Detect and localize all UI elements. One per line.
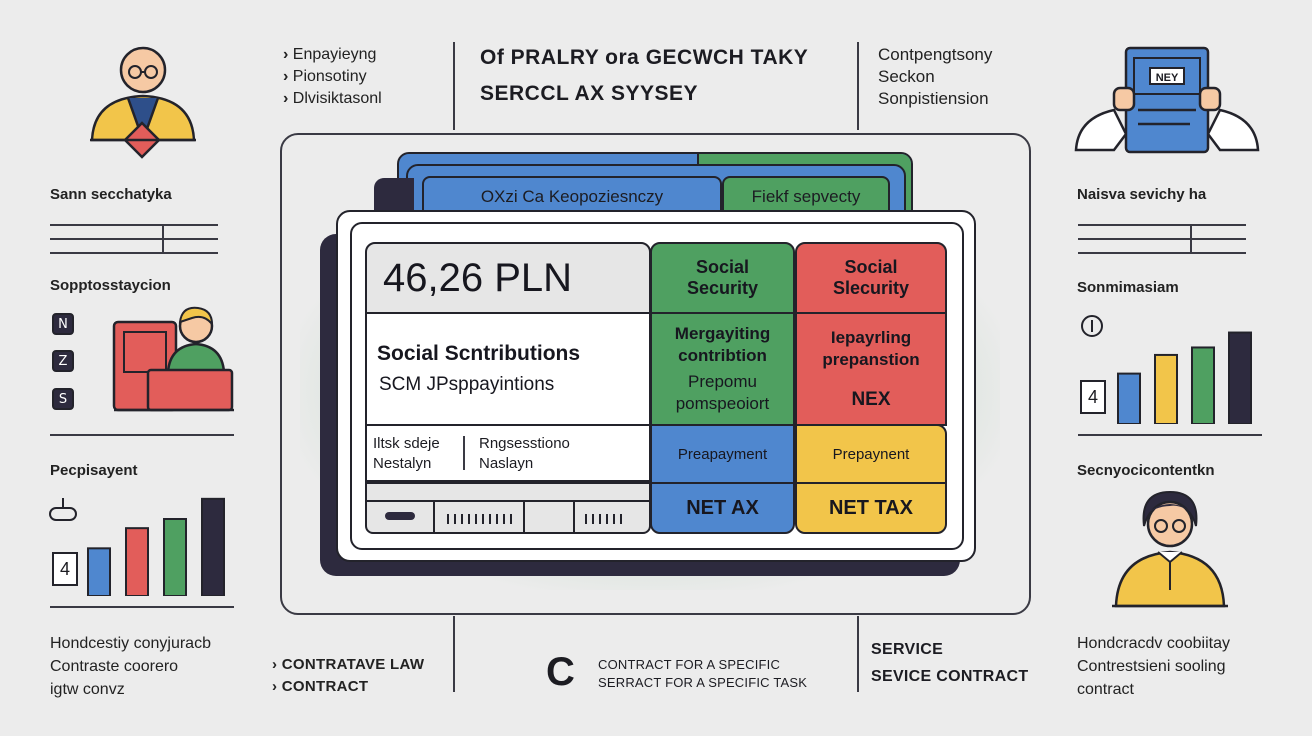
divider	[857, 42, 859, 130]
right-footer-line: contract	[1077, 681, 1134, 698]
contributions-title: Social Scntributions	[377, 342, 581, 365]
chart-bar	[1228, 331, 1252, 424]
right-footer-line: Hondcracdv coobiitay	[1077, 635, 1230, 652]
tab-green[interactable]: Fiekf sepvecty	[722, 176, 890, 216]
left-footer: Hondcestiy conyjuracb Contraste coorero …	[50, 632, 211, 701]
mini-cell: Rngsesstiono	[479, 435, 570, 452]
right-footer-line: Contrestsieni sooling	[1077, 658, 1226, 675]
header-right-item[interactable]: Sonpistiension	[878, 89, 989, 108]
left-label-1: Sann secchatyka	[50, 186, 172, 203]
divider	[453, 42, 455, 130]
green-cell-contribution[interactable]: Mergayiting contribtion Prepomu pomspeoi…	[650, 312, 795, 426]
left-chart: 4	[48, 482, 238, 602]
ruler-ticks	[585, 514, 625, 524]
n-icon[interactable]: N	[52, 313, 74, 335]
chart-axis-label: 4	[1080, 380, 1106, 414]
header-title-line-1: Of PRALRY ora GECWCH TAKY	[480, 46, 809, 69]
toggle-icon[interactable]	[48, 496, 78, 524]
left-footer-line: Contraste coorero	[50, 658, 179, 675]
bottom-right-text: SERVICE SEVICE CONTRACT	[871, 636, 1028, 690]
bottom-right-line[interactable]: SEVICE CONTRACT	[871, 668, 1029, 685]
right-divider	[1078, 434, 1262, 436]
bottom-center-line: CONTRACT FOR A SPECIFIC	[598, 657, 781, 672]
red-cell-social-security[interactable]: Social Slecurity	[795, 242, 947, 314]
ruler-ticks	[447, 514, 517, 524]
mini-table: Iltsk sdeje Nestalyn Rngsesstiono Naslay…	[365, 426, 651, 482]
right-label-2: Sonmimasiam	[1077, 279, 1179, 296]
tab-blue[interactable]: OXzi Ca Keopoziesnczy	[422, 176, 722, 216]
green-cell-net-tax[interactable]: NET AX	[650, 482, 795, 534]
bottom-right-line[interactable]: SERVICE	[871, 641, 944, 658]
red-cell-line: Iepayrling prepanstion	[822, 328, 920, 369]
left-footer-line: igtw convz	[50, 681, 125, 698]
header-left-list: Enpayieyng Pionsotiny Dlvisiktasonl	[283, 44, 382, 110]
bottom-center-line: SERRACT FOR A SPECIFIC TASK	[598, 675, 808, 690]
chart-bar	[87, 547, 111, 596]
z-icon[interactable]: Z	[52, 350, 74, 372]
mini-cell: Iltsk sdeje	[373, 435, 440, 452]
amount-box: 46,26 PLN	[365, 242, 651, 314]
red-cell-prepayment[interactable]: Prepaynent	[795, 424, 947, 484]
green-cell-prepayment[interactable]: Preapayment	[650, 424, 795, 484]
divider	[453, 616, 455, 692]
bottom-left-item[interactable]: CONTRACT	[272, 676, 424, 698]
left-divider	[50, 434, 234, 436]
bottom-left-list: CONTRATAVE LAW CONTRACT	[272, 654, 424, 698]
worker-laptop-illustration	[112, 306, 234, 412]
green-cell-social-security[interactable]: Social Security	[650, 242, 795, 314]
contributions-subtitle: SCM JPsppayintions	[379, 374, 555, 395]
chart-bar	[201, 497, 225, 596]
contributions-box: Social Scntributions SCM JPsppayintions	[365, 312, 651, 426]
right-bar-chart	[1117, 331, 1252, 424]
chart-bar	[1154, 353, 1178, 424]
header-left-item[interactable]: Pionsotiny	[283, 66, 382, 88]
left-bar-chart	[87, 497, 225, 596]
chart-bar	[125, 527, 149, 596]
right-label-1: Naisva sevichy ha	[1077, 186, 1207, 203]
tab-green-label: Fiekf sepvecty	[751, 187, 861, 206]
amount-value: 46,26 PLN	[383, 255, 573, 300]
chart-axis-label: 4	[52, 552, 78, 586]
green-cell-line: Prepomu pomspeoiort	[675, 372, 770, 413]
chart-bar	[163, 518, 187, 596]
header-right-item[interactable]: Contpengtsony	[878, 45, 993, 64]
scrollbar-strip[interactable]	[365, 482, 651, 534]
left-table-lines	[50, 224, 218, 256]
header-title: Of PRALRY ora GECWCH TAKY SERCCL AX SYYS…	[480, 40, 808, 112]
outer-frame	[280, 133, 1031, 615]
c-letter-icon: C	[546, 650, 575, 694]
divider	[857, 616, 859, 692]
person-illustration	[90, 46, 196, 159]
right-footer: Hondcracdv coobiitay Contrestsieni sooli…	[1077, 632, 1230, 701]
red-cell-preparation[interactable]: Iepayrling prepanstion NEX	[795, 312, 947, 426]
red-cell-net-tax[interactable]: NET TAX	[795, 482, 947, 534]
header-right-item[interactable]: Seckon	[878, 67, 935, 86]
chart-bar	[1117, 372, 1141, 424]
red-cell-line: NEX	[851, 389, 891, 410]
right-label-3: Secnyocicontentkn	[1077, 462, 1215, 479]
right-table-lines	[1078, 224, 1246, 256]
bottom-center-text: CONTRACT FOR A SPECIFIC SERRACT FOR A SP…	[598, 656, 807, 692]
s-icon[interactable]: S	[52, 388, 74, 410]
left-footer-line: Hondcestiy conyjuracb	[50, 635, 211, 652]
plus-circle-icon[interactable]	[1080, 314, 1104, 338]
left-label-2: Sopptosstaycion	[50, 277, 171, 294]
mini-cell: Naslayn	[479, 455, 534, 472]
left-divider	[50, 606, 234, 608]
left-label-3: Pecpisayent	[50, 462, 138, 479]
scroll-thumb[interactable]	[385, 512, 415, 520]
right-chart: 4	[1076, 304, 1262, 434]
tab-blue-label: OXzi Ca Keopoziesnczy	[480, 187, 664, 206]
mini-cell: Nestalyn	[373, 455, 432, 472]
header-right-list: Contpengtsony Seckon Sonpistiension	[878, 44, 992, 110]
document-label: NEY	[1155, 72, 1179, 84]
woman-illustration	[1112, 490, 1228, 608]
header-title-line-2: SERCCL AX SYYSEY	[480, 82, 699, 105]
chart-bar	[1191, 346, 1215, 424]
bottom-left-item[interactable]: CONTRATAVE LAW	[272, 654, 424, 676]
document-holder-illustration	[1074, 46, 1260, 154]
header-left-item[interactable]: Dlvisiktasonl	[283, 88, 382, 110]
green-cell-line: Mergayiting contribtion	[674, 324, 771, 365]
header-left-item[interactable]: Enpayieyng	[283, 44, 382, 66]
